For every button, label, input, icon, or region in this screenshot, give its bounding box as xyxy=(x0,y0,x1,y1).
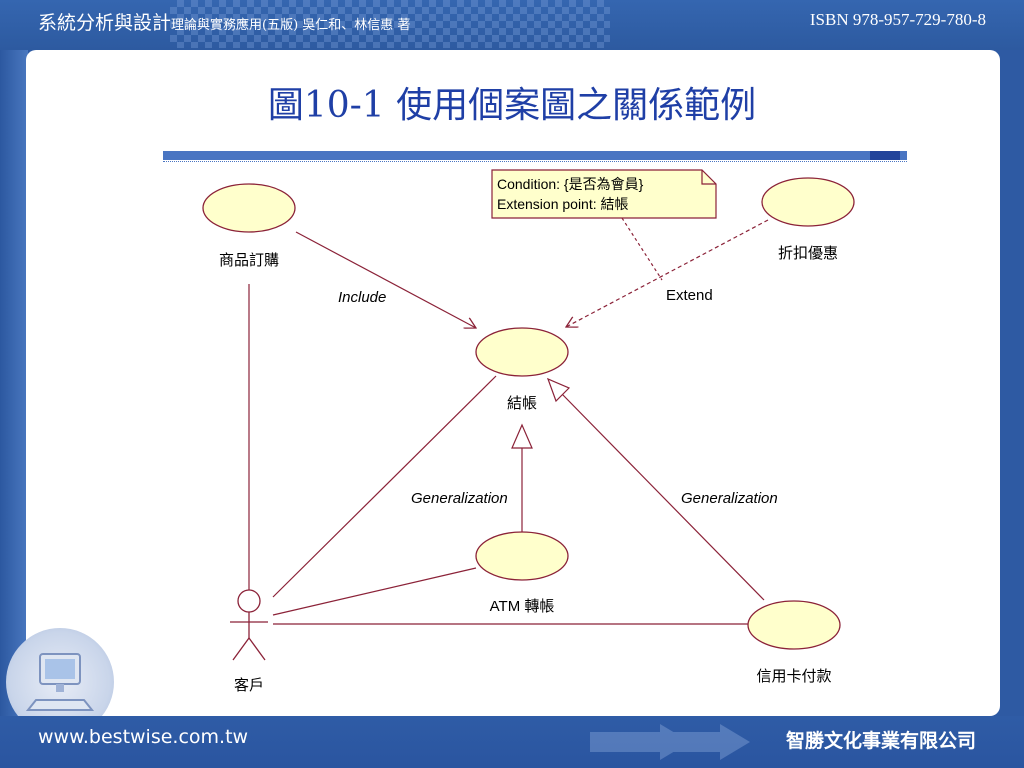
use-case-order xyxy=(202,183,296,233)
note-anchor-edge xyxy=(621,217,663,281)
generalization-right-label: Generalization xyxy=(681,490,778,507)
generalization-arrowhead-credit xyxy=(546,377,571,403)
header-pattern xyxy=(170,0,610,48)
condition-note xyxy=(491,169,717,219)
title-rule-dotted xyxy=(163,161,907,162)
note-extension-point: Extension point: 結帳 xyxy=(497,196,629,212)
book-subtitle: 理論與實務應用(五版) 吳仁和、林信惠 著 xyxy=(171,18,411,33)
use-case-credit-label: 信用卡付款 xyxy=(756,668,831,685)
use-case-discount xyxy=(761,177,855,227)
actor-checkout-edge xyxy=(272,375,497,598)
use-case-atm xyxy=(475,531,569,581)
actor-atm-edge xyxy=(272,567,477,616)
use-case-discount-label: 折扣優惠 xyxy=(778,245,838,262)
header-bar xyxy=(0,0,1024,50)
actor-label: 客戶 xyxy=(234,677,264,694)
publisher-name: 智勝文化事業有限公司 xyxy=(785,730,976,752)
left-strip xyxy=(0,50,28,718)
use-case-credit xyxy=(747,600,841,650)
book-title: 系統分析與設計理論與實務應用(五版) 吳仁和、林信惠 著 xyxy=(38,8,410,35)
book-title-main: 系統分析與設計 xyxy=(38,12,172,34)
include-edge xyxy=(295,231,476,328)
use-case-checkout-label: 結帳 xyxy=(507,395,537,412)
generalization-left-label: Generalization xyxy=(411,490,508,507)
credit-generalization-edge xyxy=(561,393,765,601)
extend-label: Extend xyxy=(666,287,713,304)
extend-edge xyxy=(566,219,769,327)
slide-title: 圖10-1 使用個案圖之關係範例 xyxy=(267,85,757,126)
footer-url[interactable]: www.bestwise.com.tw xyxy=(38,726,249,748)
title-rule xyxy=(163,151,907,160)
isbn-label: ISBN 978-957-729-780-8 xyxy=(809,10,986,29)
actor-icon xyxy=(230,589,268,661)
use-case-order-label: 商品訂購 xyxy=(219,252,279,269)
monitor-icon xyxy=(25,653,95,711)
condition-note-fold xyxy=(701,170,716,185)
generalization-arrowhead-atm xyxy=(511,423,533,449)
footer-bar xyxy=(0,716,1024,768)
title-rule-accent xyxy=(870,151,900,160)
use-case-atm-label: ATM 轉帳 xyxy=(490,598,555,615)
footer-arrows-decoration xyxy=(590,724,750,760)
use-case-checkout xyxy=(475,327,569,377)
note-condition: Condition: {是否為會員} xyxy=(497,176,644,192)
include-label: Include xyxy=(338,289,386,306)
